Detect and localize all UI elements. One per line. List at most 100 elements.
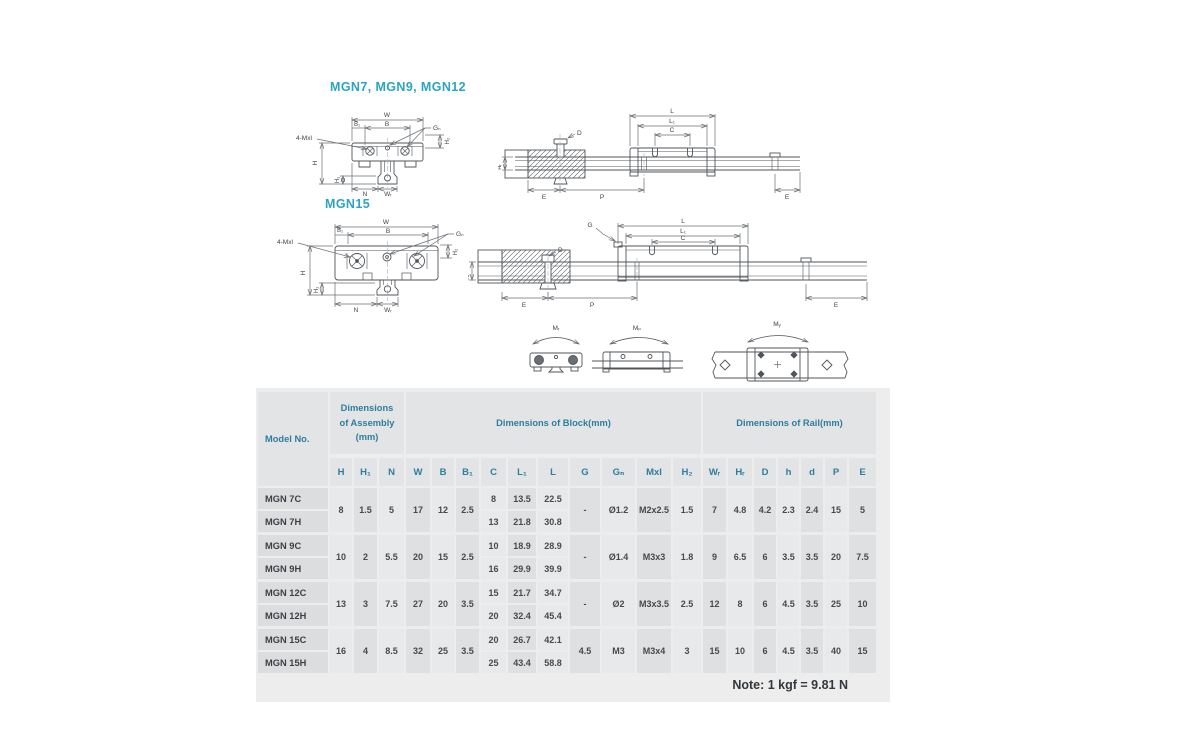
dim-label-b: B bbox=[385, 121, 389, 128]
dim-label-h: H bbox=[300, 270, 307, 275]
table-cell-B1: 2.5 bbox=[456, 535, 479, 579]
table-cell-WR: 7 bbox=[703, 488, 726, 532]
table-cell-C: 25 bbox=[481, 652, 506, 673]
dimensions-table: Model No. Dimensions of Assembly (mm) Di… bbox=[256, 388, 890, 702]
table-cell-C: 20 bbox=[481, 605, 506, 626]
table-cell-G: - bbox=[570, 488, 600, 532]
table-cell-H: 8 bbox=[330, 488, 352, 532]
table-cell-N: 8.5 bbox=[379, 629, 404, 673]
table-cell-H2: 2.5 bbox=[673, 582, 701, 626]
section-title-small-series: MGN7, MGN9, MGN12 bbox=[330, 80, 466, 94]
dim-label-n: N bbox=[354, 307, 359, 314]
column-header-d: d bbox=[801, 458, 823, 486]
table-cell-G: 4.5 bbox=[570, 629, 600, 673]
dim-label-c: C bbox=[681, 235, 686, 242]
column-header-H2: H₂ bbox=[673, 458, 701, 486]
moment-pitch-drawing: Mₚ bbox=[592, 325, 683, 373]
table-cell-HR: 6.5 bbox=[728, 535, 752, 579]
table-cell-W: 32 bbox=[406, 629, 430, 673]
dim-label-wr: Wᵣ bbox=[384, 307, 392, 314]
dim-label-l: L bbox=[670, 108, 674, 115]
column-header-h: h bbox=[778, 458, 799, 486]
column-header-C: C bbox=[481, 458, 506, 486]
table-cell-H1: 1.5 bbox=[354, 488, 377, 532]
table-cell-L: 30.8 bbox=[538, 511, 568, 532]
dim-label-4mxl: 4-Mxl bbox=[296, 135, 312, 142]
dim-label-d: D bbox=[558, 247, 563, 254]
table-cell-Mxl: M3x3 bbox=[637, 535, 671, 579]
table-cell-C: 8 bbox=[481, 488, 506, 509]
table-cell-WR: 15 bbox=[703, 629, 726, 673]
table-cell-H: 16 bbox=[330, 629, 352, 673]
table-cell-Gn: M3 bbox=[602, 629, 635, 673]
table-cell-L1: 18.9 bbox=[508, 535, 536, 556]
table-cell-E: 15 bbox=[849, 629, 876, 673]
table-cell-P: 40 bbox=[825, 629, 847, 673]
table-cell-L: 58.8 bbox=[538, 652, 568, 673]
table-cell-P: 25 bbox=[825, 582, 847, 626]
table-cell-C: 20 bbox=[481, 629, 506, 650]
table-cell-B: 12 bbox=[432, 488, 454, 532]
table-cell-N: 5.5 bbox=[379, 535, 404, 579]
column-header-G: G bbox=[570, 458, 600, 486]
table-cell-L: 39.9 bbox=[538, 558, 568, 579]
moment-label-roll: Mᵣ bbox=[553, 325, 560, 332]
dim-label-h2: H₂ bbox=[453, 248, 459, 255]
table-cell-N: 5 bbox=[379, 488, 404, 532]
model-cell: MGN 9H bbox=[258, 558, 328, 579]
table-cell-h: 4.5 bbox=[778, 582, 799, 626]
column-header-H1: H₁ bbox=[354, 458, 377, 486]
table-cell-L1: 21.8 bbox=[508, 511, 536, 532]
column-header-N: N bbox=[379, 458, 404, 486]
table-cell-Gn: Ø1.2 bbox=[602, 488, 635, 532]
column-header-E: E bbox=[849, 458, 876, 486]
model-cell: MGN 12H bbox=[258, 605, 328, 626]
table-cell-C: 15 bbox=[481, 582, 506, 603]
table-cell-G: - bbox=[570, 535, 600, 579]
dim-label-b1: B₁ bbox=[337, 228, 343, 234]
rail-group-header: Dimensions of Rail(mm) bbox=[703, 392, 876, 454]
moment-label-yaw: Mᵧ bbox=[773, 321, 781, 328]
table-cell-L: 34.7 bbox=[538, 582, 568, 603]
table-cell-B1: 2.5 bbox=[456, 488, 479, 532]
assembly-header-line1: Dimensions bbox=[340, 403, 394, 414]
table-cell-B: 25 bbox=[432, 629, 454, 673]
table-cell-WR: 9 bbox=[703, 535, 726, 579]
table-cell-L: 42.1 bbox=[538, 629, 568, 650]
table-cell-P: 20 bbox=[825, 535, 847, 579]
table-cell-H1: 2 bbox=[354, 535, 377, 579]
column-header-B: B bbox=[432, 458, 454, 486]
model-cell: MGN 12C bbox=[258, 582, 328, 603]
column-header-WR: Wᵣ bbox=[703, 458, 726, 486]
table-cell-H2: 3 bbox=[673, 629, 701, 673]
table-cell-D: 6 bbox=[754, 535, 776, 579]
table-cell-H1: 3 bbox=[354, 582, 377, 626]
model-cell: MGN 7H bbox=[258, 511, 328, 532]
table-cell-L1: 13.5 bbox=[508, 488, 536, 509]
model-no-header: Model No. bbox=[258, 392, 328, 486]
table-cell-h: 3.5 bbox=[778, 535, 799, 579]
table-cell-Mxl: M3x3.5 bbox=[637, 582, 671, 626]
dim-label-gn: Gₙ bbox=[456, 231, 464, 238]
table-cell-W: 20 bbox=[406, 535, 430, 579]
model-cell: MGN 7C bbox=[258, 488, 328, 509]
table-cell-C: 10 bbox=[481, 535, 506, 556]
column-header-D: D bbox=[754, 458, 776, 486]
assembly-group-header: Dimensions of Assembly (mm) bbox=[330, 392, 404, 454]
dim-label-h: H bbox=[312, 160, 319, 165]
table-cell-L1: 26.7 bbox=[508, 629, 536, 650]
dim-label-b1: B₁ bbox=[354, 122, 360, 128]
moment-yaw-drawing: Mᵧ bbox=[711, 321, 849, 382]
table-cell-L: 28.9 bbox=[538, 535, 568, 556]
assembly-header-line2: of Assembly bbox=[339, 417, 395, 428]
dim-label-p: P bbox=[600, 194, 604, 201]
table-cell-D: 4.2 bbox=[754, 488, 776, 532]
dim-label-wr: Wᵣ bbox=[384, 191, 392, 198]
section-title-mgn15: MGN15 bbox=[325, 197, 371, 211]
dim-label-h2: H₂ bbox=[445, 137, 451, 144]
dim-label-4mxl: 4-Mxl bbox=[277, 239, 293, 246]
table-cell-d: 2.4 bbox=[801, 488, 823, 532]
mgn15-side-view-drawing: L L₁ C G D E P E Hᵣ bbox=[468, 218, 888, 309]
column-header-L: L bbox=[538, 458, 568, 486]
